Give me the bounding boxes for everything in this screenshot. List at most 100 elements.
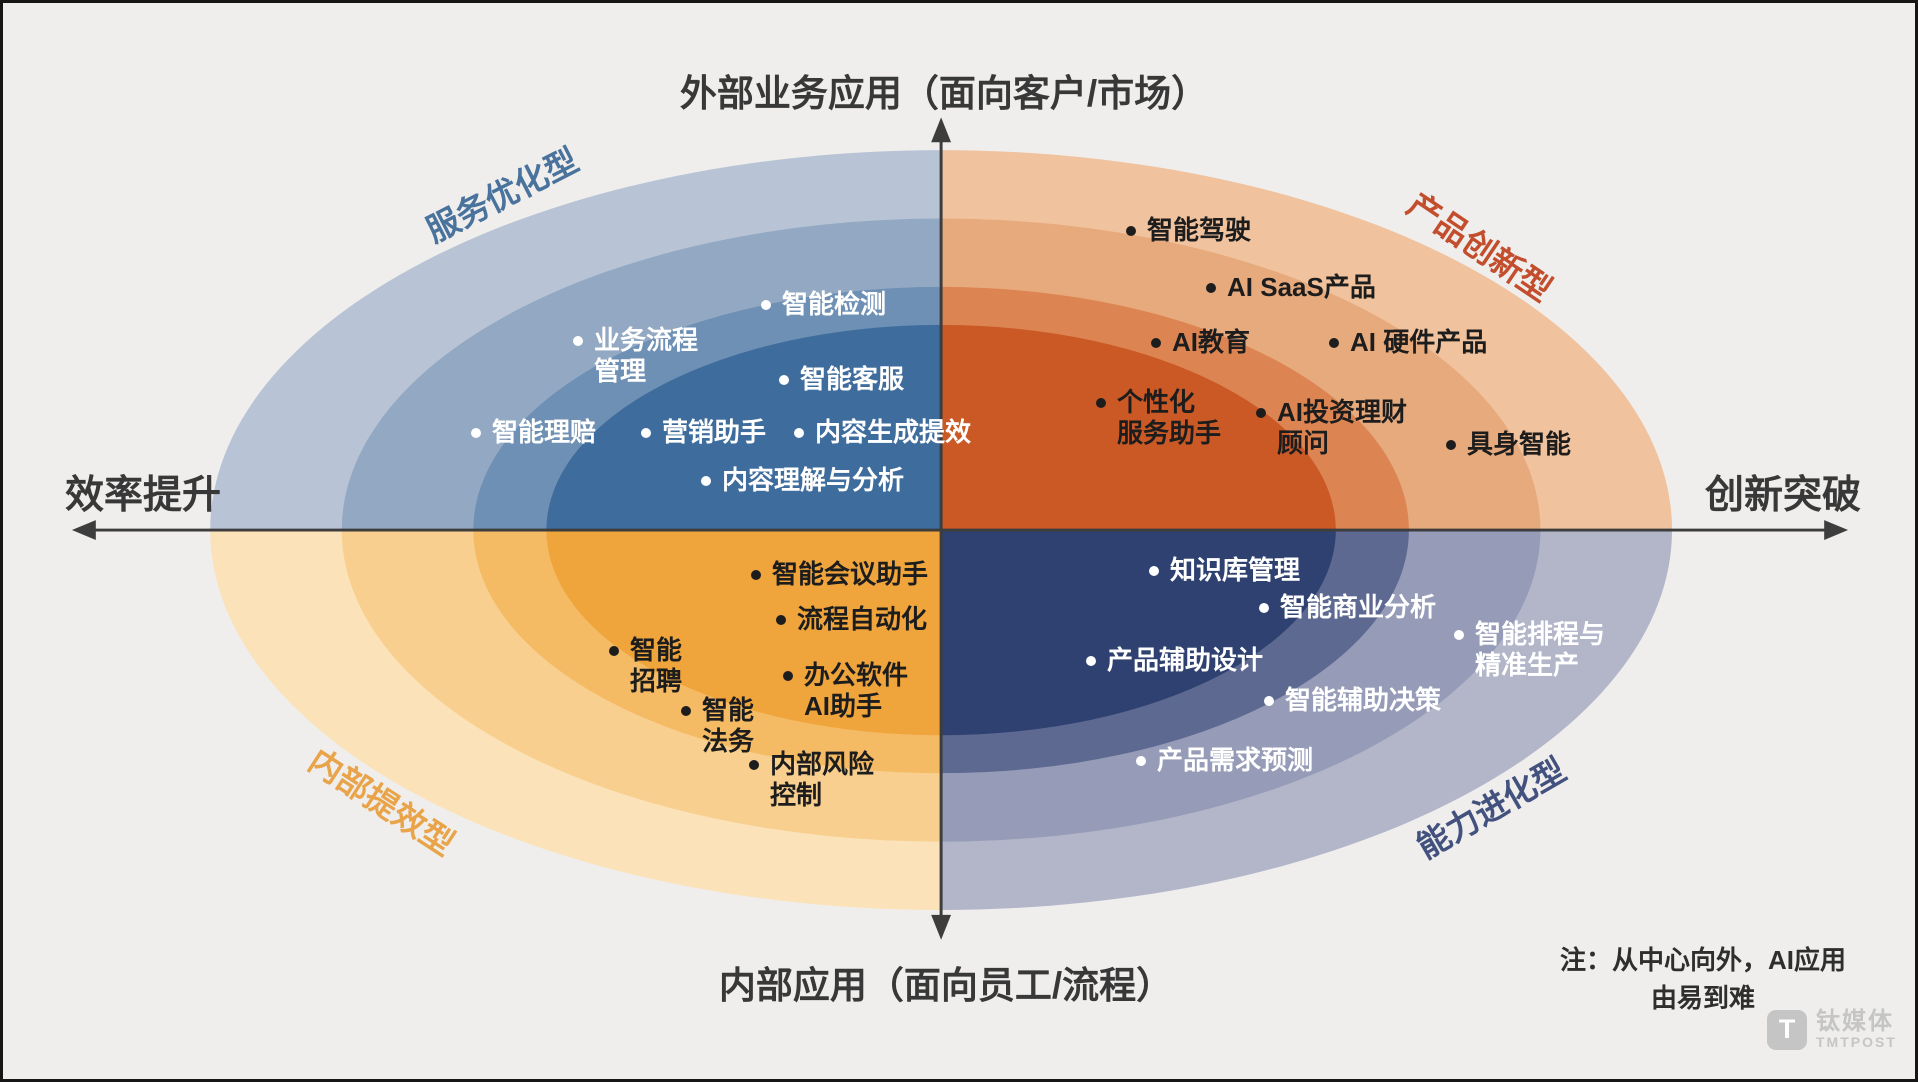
diagram-item-top-left-4: 营销助手 <box>641 417 766 448</box>
diagram-item-lines: AI投资理财顾问 <box>1277 397 1407 459</box>
diagram-item-text: AI教育 <box>1172 327 1251 357</box>
diagram-item-text: 内部风险 <box>770 749 875 779</box>
diagram-item-text: 具身智能 <box>1467 429 1572 459</box>
diagram-item-bottom-left-4: 智能法务 <box>681 695 754 757</box>
diagram-item-lines: AI SaaS产品 <box>1227 272 1376 303</box>
bullet-dot <box>783 671 793 681</box>
axis-arrowhead-left <box>71 520 96 541</box>
quadrant-label-bottom-left: 内部提效型 <box>302 741 461 863</box>
diagram-item-lines: AI 硬件产品 <box>1350 327 1487 358</box>
bullet-dot <box>1149 566 1159 576</box>
bullet-dot <box>471 428 481 438</box>
diagram-item-lines: 内容理解与分析 <box>722 465 904 496</box>
diagram-item-lines: 业务流程管理 <box>594 325 698 387</box>
diagram-item-text: 顾问 <box>1277 428 1330 458</box>
footnote: 注：从中心向外，AI应用 由易到难 <box>1538 941 1868 1017</box>
bullet-dot <box>1259 603 1269 613</box>
quadrant-bottom-right-ring-4 <box>941 530 1336 736</box>
diagram-item-lines: 营销助手 <box>662 417 766 448</box>
diagram-item-top-left-1: 智能检测 <box>761 289 886 320</box>
diagram-item-bottom-left-5: 内部风险控制 <box>749 749 874 811</box>
left-axis-label: 效率提升 <box>65 474 222 517</box>
diagram-item-top-right-3: AI 硬件产品 <box>1329 327 1487 358</box>
diagram-item-bottom-right-4: 产品需求预测 <box>1136 745 1313 776</box>
bullet-dot <box>1264 696 1274 706</box>
bullet-dot <box>1329 338 1339 348</box>
diagram-item-text: 内容理解与分析 <box>722 465 905 495</box>
quadrant-label-bottom-right: 能力进化型 <box>1410 750 1572 866</box>
diagram-item-text: AI投资理财 <box>1277 397 1408 427</box>
diagram-item-text: 营销助手 <box>662 417 767 447</box>
diagram-item-lines: 智能排程与精准生产 <box>1475 619 1605 681</box>
diagram-item-text: 智能 <box>630 635 683 665</box>
bullet-dot <box>573 336 583 346</box>
bullet-dot <box>609 646 619 656</box>
diagram-item-top-right-6: 具身智能 <box>1446 429 1571 460</box>
footnote-line2: 由易到难 <box>1650 983 1755 1013</box>
bullet-dot <box>779 375 789 385</box>
diagram-item-text: 招聘 <box>630 666 683 696</box>
diagram-item-lines: 智能商业分析 <box>1280 592 1436 623</box>
diagram-item-bottom-left-0: 智能会议助手 <box>751 559 928 590</box>
ellipse-rings-svg <box>71 117 1849 940</box>
bullet-dot <box>641 428 651 438</box>
diagram-item-lines: 智能辅助决策 <box>1285 685 1441 716</box>
bullet-dot <box>701 476 711 486</box>
quadrant-top-left-ring-4 <box>546 324 942 531</box>
diagram-item-top-left-6: 内容理解与分析 <box>701 465 904 496</box>
diagram-item-text: 管理 <box>594 356 647 386</box>
tmtpost-logo-text: 钛媒体 TMTPOST <box>1816 1009 1897 1050</box>
diagram-item-lines: 智能法务 <box>702 695 754 757</box>
diagram-item-top-right-2: AI教育 <box>1151 327 1250 358</box>
bullet-dot <box>776 615 786 625</box>
axis-arrowhead-top <box>931 117 952 143</box>
diagram-item-top-right-0: 智能驾驶 <box>1126 215 1251 246</box>
diagram-item-text: 控制 <box>770 780 823 810</box>
diagram-item-lines: 产品需求预测 <box>1157 745 1313 776</box>
diagram-item-text: 服务助手 <box>1117 418 1222 448</box>
diagram-item-lines: 个性化服务助手 <box>1117 387 1221 449</box>
diagram-item-text: 办公软件 <box>804 660 909 690</box>
diagram-item-text: 产品需求预测 <box>1157 745 1314 775</box>
diagram-item-bottom-right-2: 产品辅助设计 <box>1086 645 1263 676</box>
diagram-item-text: AI助手 <box>804 691 883 721</box>
right-axis-label: 创新突破 <box>1705 474 1862 517</box>
bullet-dot <box>749 760 759 770</box>
diagram-item-text: 业务流程 <box>594 325 699 355</box>
bottom-axis-title: 内部应用（面向员工/流程） <box>718 965 1174 1006</box>
bullet-dot <box>681 706 691 716</box>
bullet-dot <box>1086 656 1096 666</box>
bullet-dot <box>1151 338 1161 348</box>
bullet-dot <box>1126 226 1136 236</box>
diagram-item-text: 知识库管理 <box>1170 555 1301 585</box>
diagram-item-lines: 具身智能 <box>1467 429 1571 460</box>
diagram-item-bottom-right-3: 智能辅助决策 <box>1264 685 1441 716</box>
bullet-dot <box>1136 756 1146 766</box>
diagram-item-text: 个性化 <box>1117 387 1196 417</box>
diagram-item-bottom-right-0: 知识库管理 <box>1149 555 1300 586</box>
diagram-item-text: 智能驾驶 <box>1147 215 1252 245</box>
bullet-dot <box>1206 283 1216 293</box>
bullet-dot <box>761 300 771 310</box>
diagram-item-lines: 智能会议助手 <box>772 559 928 590</box>
diagram-item-lines: 内容生成提效 <box>815 417 971 448</box>
quadrant-top-right-ring-4 <box>941 324 1336 531</box>
diagram-item-lines: 智能驾驶 <box>1147 215 1251 246</box>
diagram-item-lines: 智能客服 <box>800 364 904 395</box>
diagram-item-text: 内容生成提效 <box>815 417 972 447</box>
diagram-item-top-left-5: 内容生成提效 <box>794 417 971 448</box>
diagram-item-lines: 产品辅助设计 <box>1107 645 1263 676</box>
diagram-item-bottom-right-1: 智能商业分析 <box>1259 592 1436 623</box>
diagram-item-lines: 智能招聘 <box>630 635 682 697</box>
diagram-item-text: 智能 <box>702 695 755 725</box>
diagram-item-lines: 智能理赔 <box>492 417 596 448</box>
diagram-item-text: 智能理赔 <box>492 417 597 447</box>
tmtpost-logo: T 钛媒体 TMTPOST <box>1767 1009 1897 1050</box>
bullet-dot <box>751 570 761 580</box>
diagram-item-top-left-3: 智能理赔 <box>471 417 596 448</box>
diagram-item-top-right-5: AI投资理财顾问 <box>1256 397 1407 459</box>
diagram-item-lines: AI教育 <box>1172 327 1250 358</box>
diagram-item-text: 智能排程与 <box>1475 619 1606 649</box>
